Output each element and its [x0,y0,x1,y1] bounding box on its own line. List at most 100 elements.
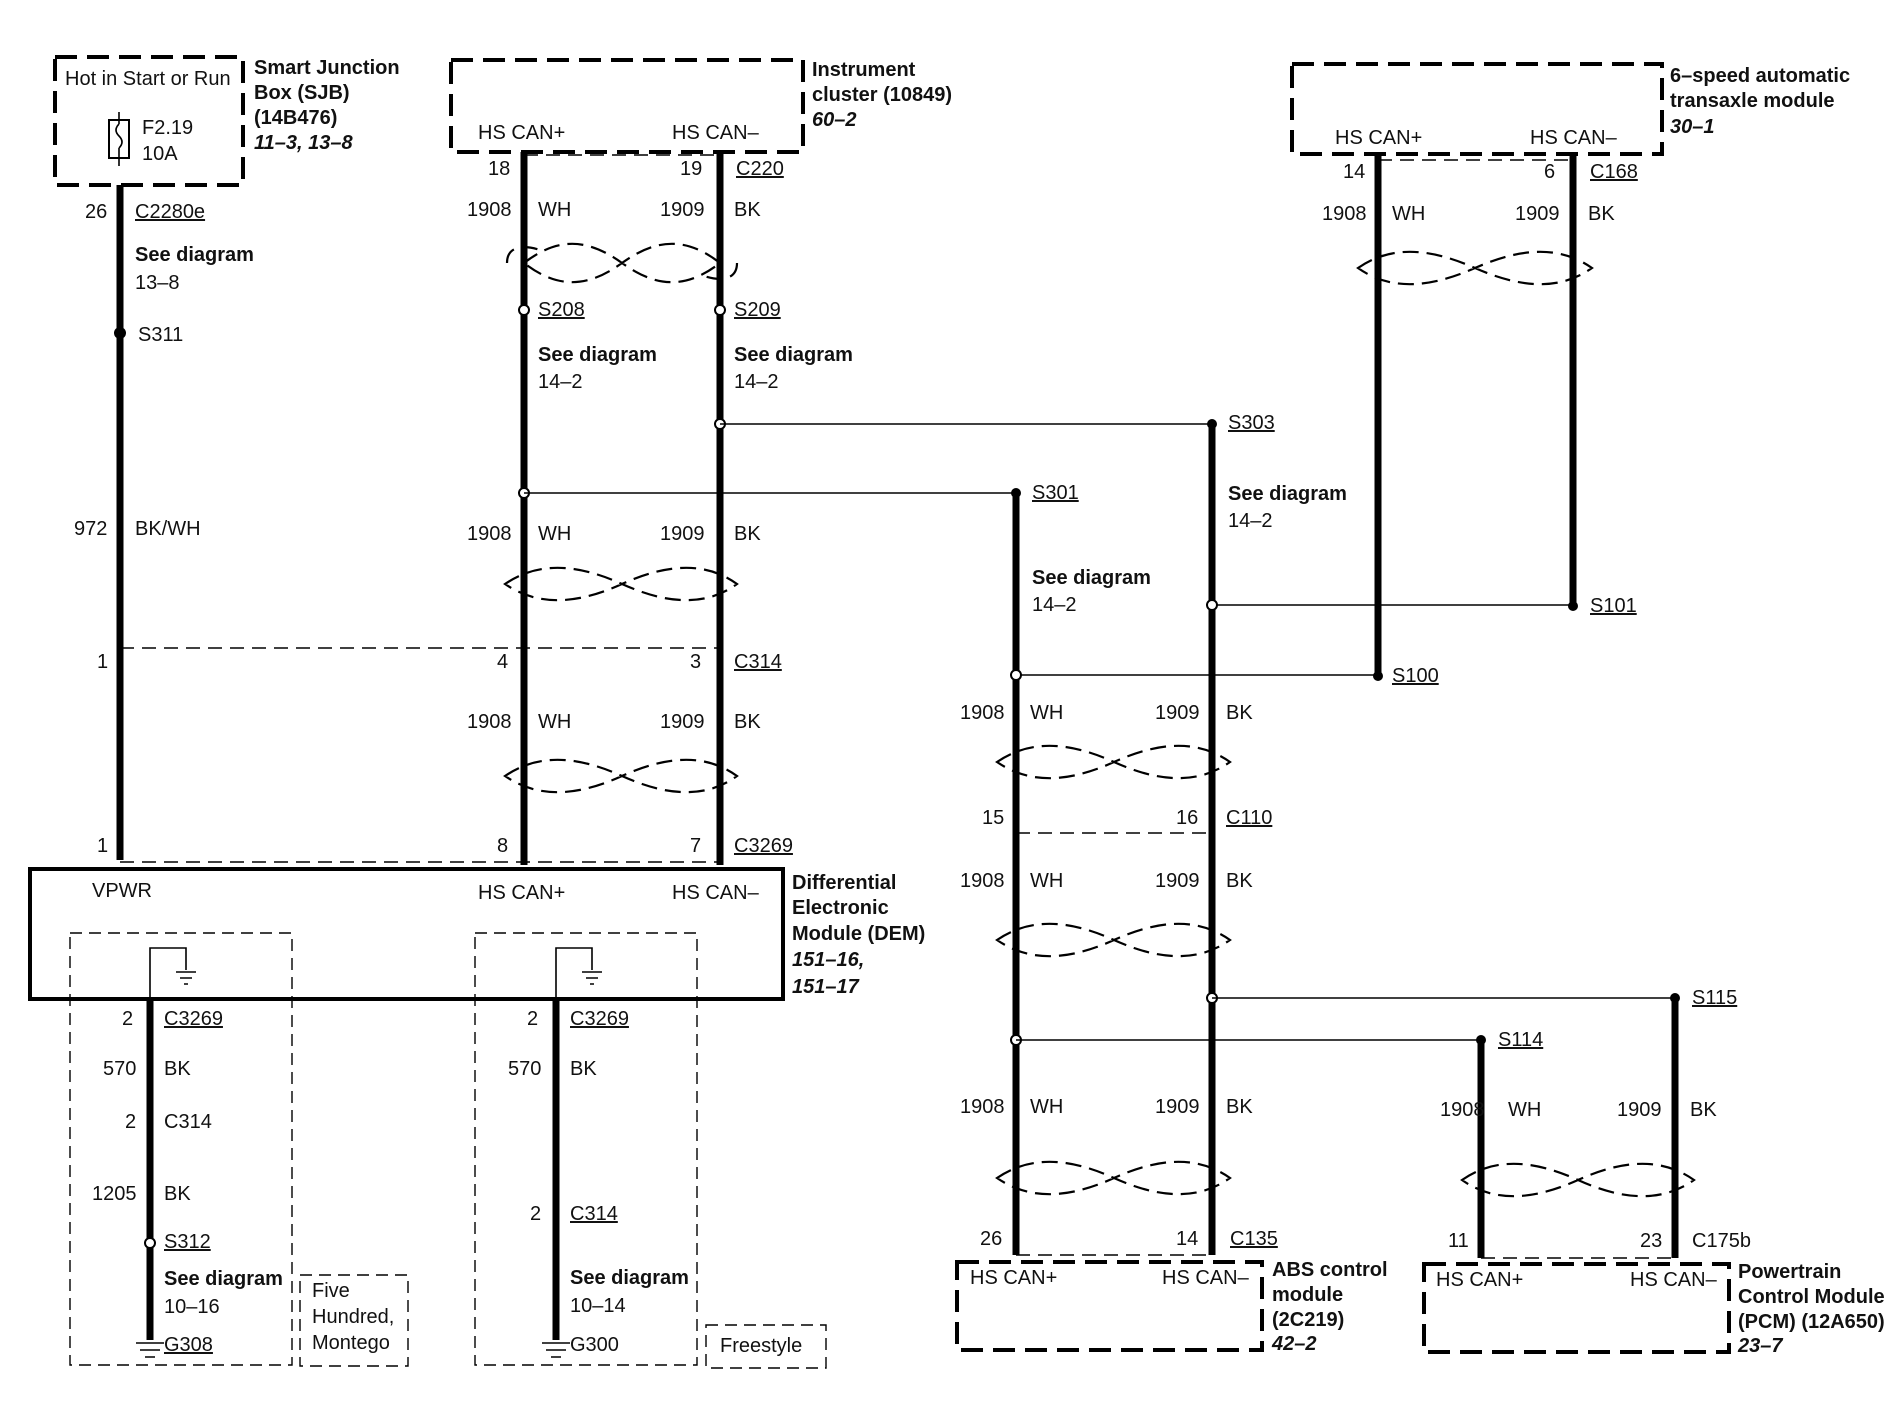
s301-see-ref: 14–2 [1032,594,1077,616]
c110-pin-16: 16 [1176,807,1198,829]
gr-pin: 2 [527,1008,538,1030]
pcm-pin-hs-can-plus: HS CAN+ [1436,1269,1523,1291]
rn-color-bk-a: BK [1226,702,1253,724]
abs-pin-14: 14 [1176,1228,1198,1250]
mid-color-bk-b: BK [734,711,761,733]
splice-s114: S114 [1498,1029,1543,1051]
c110-connector: C110 [1226,807,1272,829]
splice-s101: S101 [1590,595,1637,617]
rn-circuit-1908-c: 1908 [960,1096,1005,1118]
ic-pin-19: 19 [680,158,702,180]
abs-title-1: ABS control [1272,1259,1388,1281]
pcm-pin-hs-can-minus: HS CAN– [1630,1269,1718,1291]
splice-s301: S301 [1032,482,1079,504]
sjb-connector: C2280e [135,201,205,223]
ic-title-2: cluster (10849) [812,84,952,106]
rn-circuit-1909-a: 1909 [1155,702,1200,724]
tcm-pin-hs-can-plus: HS CAN+ [1335,127,1422,149]
can-bus-network: S303 See diagram 14–2 S301 See diagram 1… [524,412,1737,1255]
ic-color-wh: WH [538,199,571,221]
ic-title-1: Instrument [812,59,916,81]
sjb-see-ref: 13–8 [135,272,180,294]
tcm-pin-hs-can-minus: HS CAN– [1530,127,1618,149]
splice-s115: S115 [1692,987,1737,1009]
tcm-connector-c168: C168 [1590,161,1638,183]
c3269-pin-1: 1 [97,835,108,857]
rn-circuit-1908-a: 1908 [960,702,1005,724]
splice-s209: S209 [734,299,781,321]
gl-connector-2: C314 [164,1111,212,1133]
s303-see-diagram: See diagram [1228,483,1347,505]
sjb-pin: 26 [85,201,107,223]
gl-note-1: Five [312,1280,350,1302]
gl-color: BK [164,1058,191,1080]
gr-pin-2: 2 [530,1203,541,1225]
gr-circuit: 570 [508,1058,541,1080]
sjb-hot-label: Hot in Start or Run [65,68,231,90]
gl-connector: C3269 [164,1008,223,1030]
sjb-reference: 11–3, 13–8 [254,132,353,154]
dem-title-2: Electronic [792,897,889,919]
rn-color-wh-b: WH [1030,870,1063,892]
splice-s100: S100 [1392,665,1439,687]
differential-electronic-module: VPWR HS CAN+ HS CAN– Differential Electr… [28,867,925,1015]
abs-connector-c135: C135 [1230,1228,1278,1250]
pcm-reference: 23–7 [1737,1335,1783,1357]
tcm-color-bk: BK [1588,203,1615,225]
c110-pin-15: 15 [982,807,1004,829]
gl-pin-2: 2 [125,1111,136,1133]
pcm-title-1: Powertrain [1738,1261,1841,1283]
tcm-title-2: transaxle module [1670,90,1835,112]
gl-see-diagram: See diagram [164,1268,283,1290]
tcm-pin-6: 6 [1544,161,1555,183]
ic-circuit-1909: 1909 [660,199,705,221]
splice-s208: S208 [538,299,585,321]
pcm-title-3: (PCM) (12A650) [1738,1311,1885,1333]
s209-see-ref: 14–2 [734,371,779,393]
s303-see-ref: 14–2 [1228,510,1273,532]
vpwr-wire: 26 C2280e See diagram 13–8 S311 972 BK/W… [74,185,254,860]
rn-color-bk-c: BK [1226,1096,1253,1118]
dem-title-3: Module (DEM) [792,923,925,945]
ic-twisted-pair: 18 19 C220 1908 WH 1909 BK S208 S209 See… [467,152,853,865]
abs-control-module: 26 14 C135 HS CAN+ HS CAN– ABS control m… [955,1228,1388,1355]
mid-color-wh-b: WH [538,711,571,733]
gr-connector-2: C314 [570,1203,618,1225]
c3269-pin-8: 8 [497,835,508,857]
tcm-reference: 30–1 [1670,116,1715,138]
abs-pin-hs-can-plus: HS CAN+ [970,1267,1057,1289]
c314-connector: C314 [734,651,782,673]
gl-color-2: BK [164,1183,191,1205]
abs-reference: 42–2 [1271,1333,1317,1355]
mid-color-bk-a: BK [734,523,761,545]
dem-ref-2: 151–17 [792,976,860,998]
sjb-part-number: (14B476) [254,107,337,129]
pcm-color-wh: WH [1508,1099,1541,1121]
c314-pin-1: 1 [97,651,108,673]
ic-reference: 60–2 [812,109,857,131]
dem-pin-hs-can-plus: HS CAN+ [478,882,565,904]
rn-color-wh-c: WH [1030,1096,1063,1118]
rn-circuit-1909-b: 1909 [1155,870,1200,892]
gr-color: BK [570,1058,597,1080]
ic-connector-c220: C220 [736,158,784,180]
fuse-amps: 10A [142,143,178,165]
gl-note-2: Hundred, [312,1306,394,1328]
tcm-pin-14: 14 [1343,161,1365,183]
mid-circuit-1909-a: 1909 [660,523,705,545]
ic-pin-18: 18 [488,158,510,180]
ic-pin-hs-can-minus: HS CAN– [672,122,760,144]
fuse-label: F2.19 [142,117,193,139]
ground-circuit-left: 2 C3269 570 BK 2 C314 1205 BK S312 See d… [69,932,409,1367]
ground-g300: G300 [570,1334,619,1356]
ic-circuit-1908: 1908 [467,199,512,221]
dem-title-1: Differential [792,872,896,894]
rn-color-wh-a: WH [1030,702,1063,724]
abs-title-3: (2C219) [1272,1309,1344,1331]
tcm-title-1: 6–speed automatic [1670,65,1850,87]
gl-see-ref: 10–16 [164,1296,220,1318]
gl-circuit: 570 [103,1058,136,1080]
vpwr-circuit: 972 [74,518,107,540]
tcm-color-wh: WH [1392,203,1425,225]
